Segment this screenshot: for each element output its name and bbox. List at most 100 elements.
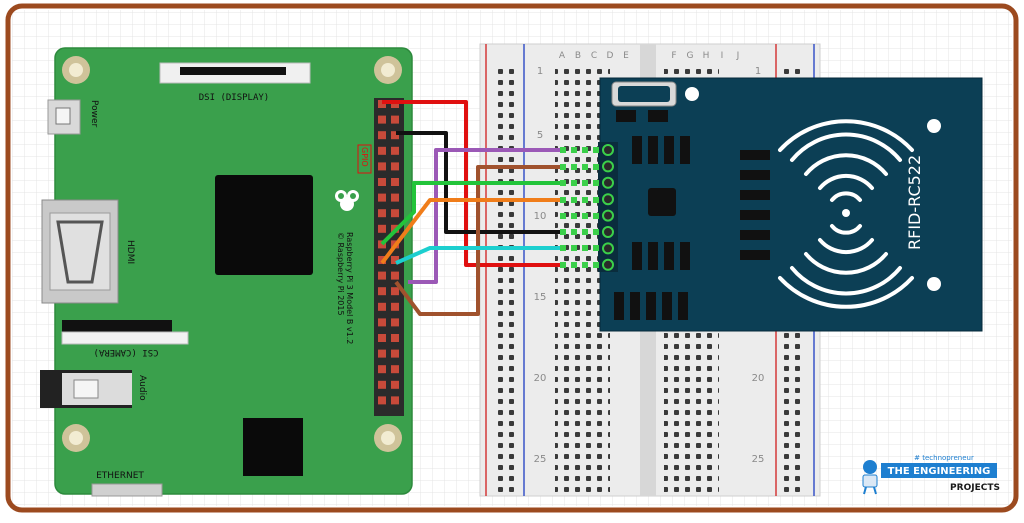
gpio-pins	[378, 100, 399, 405]
ethernet-label: ETHERNET	[96, 471, 144, 481]
gpio-pin	[391, 365, 399, 374]
jumper-wires	[380, 100, 566, 316]
connected-hole	[593, 262, 599, 268]
gpio-pin	[391, 271, 399, 280]
gpio-pin	[378, 271, 386, 280]
usb-controller-chip	[243, 418, 303, 476]
gpio-pin	[378, 224, 386, 233]
rfid-pin	[602, 242, 614, 255]
connected-hole	[593, 197, 599, 203]
watermark-line1: THE ENGINEERING	[888, 466, 991, 477]
rfid-header-pins	[598, 142, 618, 272]
wire-purple	[408, 148, 566, 284]
connected-hole	[560, 245, 566, 251]
gpio-pin	[391, 349, 399, 358]
module-hole-icon	[685, 87, 699, 101]
gpio-pin	[391, 287, 399, 296]
col-letter-c: C	[591, 51, 597, 61]
gpio-pin	[391, 162, 399, 171]
cpu-chip	[215, 175, 313, 275]
connected-hole	[593, 147, 599, 153]
col-letter-j: J	[736, 51, 740, 61]
dsi-label: DSI (DISPLAY)	[199, 93, 269, 103]
wire-cyan	[395, 246, 566, 265]
gpio-pin	[391, 380, 399, 389]
connected-hole	[582, 197, 588, 203]
col-letter-d: D	[607, 51, 614, 61]
rfid-pin-icons	[602, 144, 614, 271]
connected-hole	[560, 229, 566, 235]
connected-hole	[571, 197, 577, 203]
connected-hole	[582, 245, 588, 251]
raspberry-logo-icon	[335, 190, 359, 211]
rfid-pin	[602, 160, 614, 173]
wire-green	[380, 181, 566, 246]
gpio-pin	[378, 349, 386, 358]
connected-hole	[593, 213, 599, 219]
connected-hole	[560, 164, 566, 170]
connected-row-dots	[560, 147, 599, 268]
gpio-pin	[391, 178, 399, 186]
wire-brown	[394, 165, 566, 316]
rfid-pin	[602, 193, 614, 206]
col-letter-h: H	[703, 51, 710, 61]
robot-mascot-icon	[862, 460, 878, 495]
gpio-pin	[391, 131, 399, 140]
watermark-line2: PROJECTS	[950, 483, 1000, 493]
gpio-pin	[378, 131, 386, 140]
connected-hole	[560, 262, 566, 268]
gpio-pin	[378, 162, 386, 171]
gpio-pin	[391, 396, 399, 405]
connected-hole	[571, 245, 577, 251]
connected-hole	[593, 229, 599, 235]
connected-hole	[593, 180, 599, 186]
gpio-pin	[378, 193, 386, 202]
gpio-pin	[378, 380, 386, 389]
connected-hole	[582, 229, 588, 235]
module-hole-icon	[927, 277, 941, 291]
gpio-pin	[378, 115, 386, 124]
rfid-module: RFID-RC522	[598, 77, 983, 332]
gpio-pin	[378, 178, 386, 186]
csi-connector	[62, 320, 172, 332]
raspberry-pi-board: DSI (DISPLAY) Power HDMI Raspberry Pi 3 …	[40, 47, 413, 497]
connected-hole	[571, 147, 577, 153]
row-number-1-right: 1	[755, 66, 761, 77]
nfc-antenna-icon	[778, 119, 914, 309]
col-letter-f: F	[671, 51, 676, 61]
gpio-pin	[378, 334, 386, 342]
gpio-pin	[391, 318, 399, 327]
rfid-label: RFID-RC522	[905, 155, 924, 250]
model-label: Raspberry Pi 3 Model B v1.2	[345, 232, 354, 344]
csi-label: CSI (CAMERA)	[93, 347, 158, 357]
audio-label: Audio	[137, 375, 147, 401]
wire-orange	[380, 198, 566, 265]
gpio-pin	[391, 256, 399, 264]
gpio-pin	[391, 302, 399, 311]
connected-hole	[582, 164, 588, 170]
gpio-pin	[378, 209, 386, 218]
gpio-pin	[378, 240, 386, 249]
connected-hole	[560, 213, 566, 219]
col-letter-i: I	[721, 51, 724, 61]
connected-hole	[571, 229, 577, 235]
gpio-pin	[378, 396, 386, 405]
module-hole-icon	[927, 119, 941, 133]
row-number-1: 1	[537, 66, 543, 77]
row-number-20-right: 20	[752, 373, 765, 384]
image-frame	[5, 3, 1019, 513]
row-number-25: 25	[534, 454, 547, 465]
col-letter-e: E	[623, 51, 629, 61]
gpio-pin	[391, 115, 399, 124]
rfid-pin	[602, 176, 614, 189]
watermark-logo: # technopreneur THE ENGINEERING PROJECTS	[862, 454, 1000, 495]
rfid-pin	[602, 258, 614, 271]
row-number-25-right: 25	[752, 454, 765, 465]
gpio-pin	[378, 302, 386, 311]
ethernet-port	[91, 483, 163, 497]
col-letter-g: G	[687, 51, 694, 61]
mounting-hole-icon	[62, 56, 402, 452]
left-rail-holes	[494, 66, 516, 496]
gpio-pin	[378, 365, 386, 374]
